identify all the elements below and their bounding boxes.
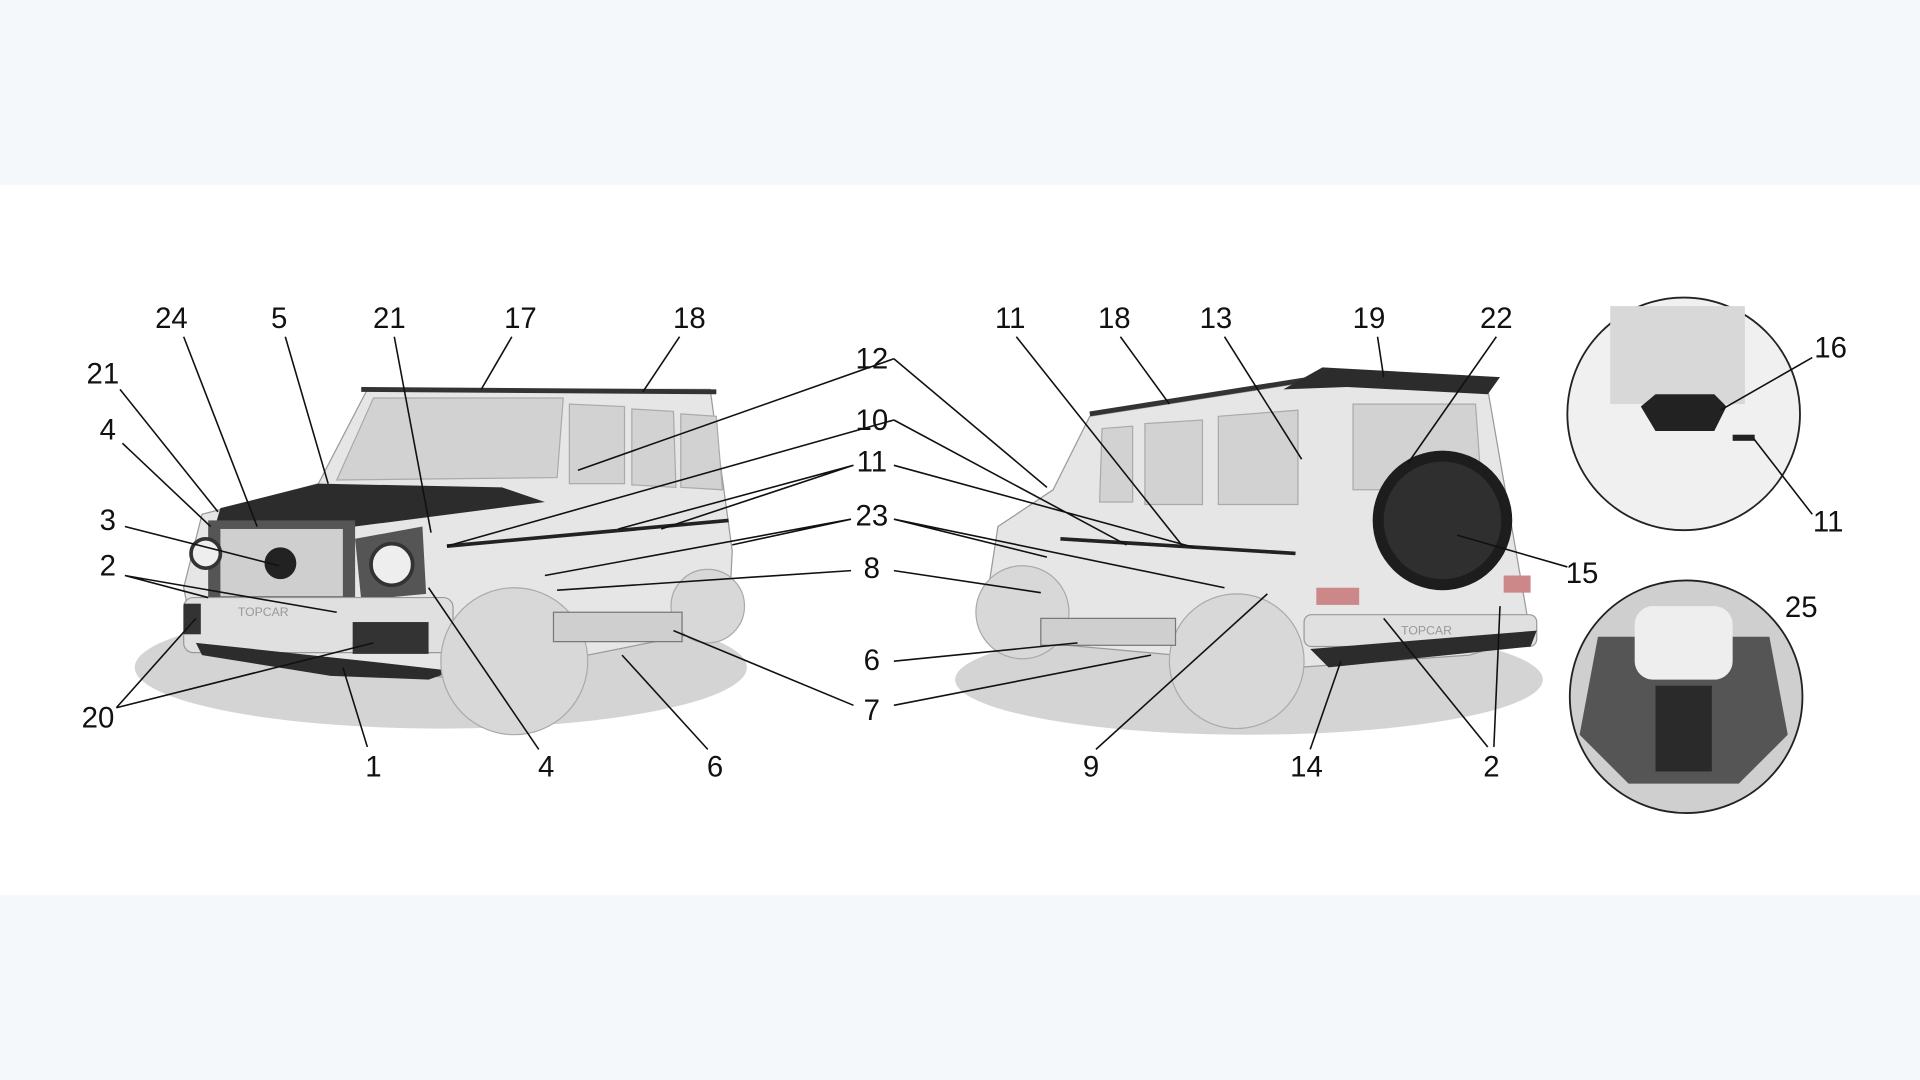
leader-lines — [115, 336, 1813, 750]
callout-2: 2 — [100, 550, 116, 583]
callout-11: 11 — [1813, 505, 1844, 538]
detail-rear-door — [1566, 296, 1801, 532]
callout-1: 1 — [365, 750, 381, 783]
callout-10: 10 — [855, 404, 888, 437]
callout-9: 9 — [1083, 750, 1099, 783]
callout-18: 18 — [673, 302, 706, 335]
detail-engine-cover — [1568, 579, 1804, 814]
callout-24: 24 — [155, 302, 188, 335]
callout-11: 11 — [857, 445, 888, 478]
front-vehicle-illustration: TOPCAR — [134, 386, 747, 736]
callout-13: 13 — [1200, 302, 1233, 335]
callout-15: 15 — [1566, 557, 1599, 590]
callout-21: 21 — [87, 357, 120, 390]
callout-12: 12 — [855, 343, 888, 376]
callout-4: 4 — [100, 414, 116, 447]
front-badge-text: TOPCAR — [238, 605, 289, 619]
callout-2: 2 — [1483, 750, 1499, 783]
callout-19: 19 — [1353, 302, 1386, 335]
callout-20: 20 — [82, 701, 115, 734]
callout-18: 18 — [1098, 302, 1131, 335]
callout-22: 22 — [1480, 302, 1513, 335]
callout-3: 3 — [100, 504, 116, 537]
callout-14: 14 — [1290, 750, 1323, 783]
rear-badge-text: TOPCAR — [1401, 623, 1452, 637]
callout-17: 17 — [504, 302, 537, 335]
callout-labels: 24 5 21 17 18 21 4 3 2 20 1 4 6 12 10 11… — [82, 302, 1847, 783]
callout-7: 7 — [864, 694, 880, 727]
callout-21: 21 — [373, 302, 406, 335]
callout-25: 25 — [1785, 591, 1818, 624]
callout-5: 5 — [271, 302, 287, 335]
callout-11: 11 — [995, 302, 1026, 335]
callout-16: 16 — [1814, 332, 1847, 365]
rear-vehicle-illustration: TOPCAR — [955, 367, 1543, 735]
callout-23: 23 — [855, 499, 888, 532]
callout-4: 4 — [538, 750, 554, 783]
callout-6: 6 — [707, 750, 723, 783]
callout-8: 8 — [864, 552, 880, 585]
callout-6: 6 — [864, 644, 880, 677]
